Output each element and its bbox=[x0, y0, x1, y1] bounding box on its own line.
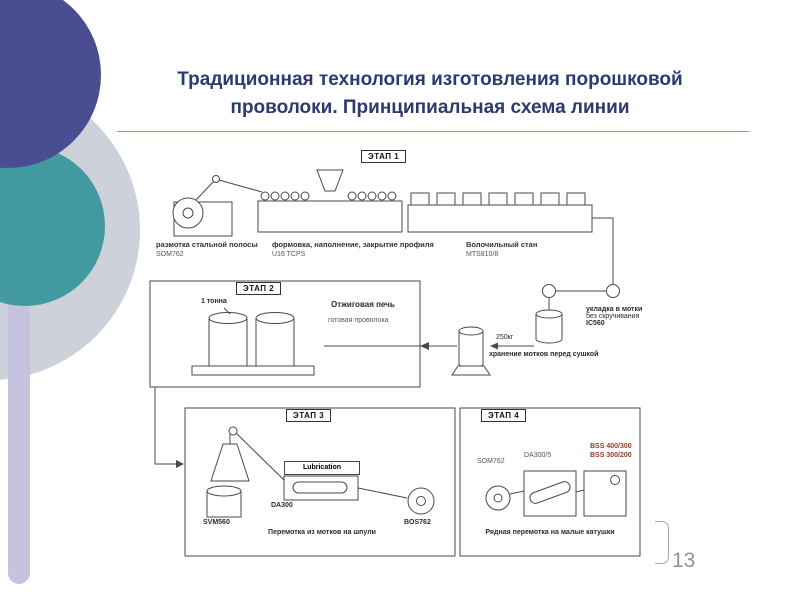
furnace-sub-label: готовая проволока bbox=[328, 317, 389, 324]
title-line-1: Традиционная технология изготовления пор… bbox=[177, 69, 683, 90]
wire-path-to-coiler bbox=[543, 218, 620, 311]
stage2-tag: ЭТАП 2 bbox=[236, 282, 282, 295]
stage1-tag: ЭТАП 1 bbox=[361, 150, 407, 163]
slide-title: Традиционная технология изготовления пор… bbox=[100, 66, 760, 122]
uncoiler-unit bbox=[173, 176, 262, 237]
som762-label: SOM762 bbox=[477, 458, 505, 465]
lubrication-label: Lubrication bbox=[284, 461, 360, 475]
uncoiler-model: SOM762 bbox=[156, 250, 184, 258]
coiler-drum bbox=[536, 310, 562, 343]
uncoiler-name: размотка стальной полосы bbox=[156, 240, 258, 249]
mill-caption: Волочильный стан MTS810/8 bbox=[466, 240, 576, 259]
mill-model: MTS810/8 bbox=[466, 250, 499, 258]
title-line-2: проволоки. Принципиальная схема линии bbox=[230, 97, 630, 118]
mill-name: Волочильный стан bbox=[466, 240, 538, 249]
stage2-box bbox=[150, 281, 420, 387]
coiler-line1: укладка в мотки bbox=[586, 306, 643, 313]
storage-drum bbox=[452, 327, 490, 375]
arrow-stage2-to-stage3 bbox=[155, 387, 184, 468]
page-number: 13 bbox=[672, 549, 696, 572]
coiler-model: IC560 bbox=[586, 320, 605, 327]
coiler-caption: укладка в мотки без скручивания IC560 bbox=[586, 306, 658, 327]
forming-caption: формовка, наполнение, закрытие профиля U… bbox=[272, 240, 437, 259]
drawing-mill-unit bbox=[408, 193, 592, 232]
furnace-label: Отжиговая печь bbox=[331, 300, 395, 309]
stage3-caption: Перемотка из мотков на шпули bbox=[268, 529, 376, 536]
bos762-label: BOS762 bbox=[404, 519, 431, 526]
arrow-coiler-to-storage bbox=[490, 342, 534, 350]
forming-name: формовка, наполнение, закрытие профиля bbox=[272, 240, 434, 249]
stage3-tag: ЭТАП 3 bbox=[286, 409, 332, 422]
load-label: 1 тонна bbox=[201, 298, 227, 305]
svm560-label: SVM560 bbox=[203, 519, 230, 526]
uncoiler-caption: размотка стальной полосы SOM762 bbox=[156, 240, 268, 259]
coil-weight-label: 250кг bbox=[496, 334, 514, 341]
stage4-caption: Рядная перемотка на малые катушки bbox=[485, 529, 615, 536]
da300-5-label: DA300/5 bbox=[524, 452, 552, 459]
coiler-line2: без скручивания bbox=[586, 313, 640, 320]
forming-model: U16 TCPS bbox=[272, 250, 306, 258]
stage4-tag: ЭТАП 4 bbox=[481, 409, 527, 422]
arrow-storage-to-furnace bbox=[324, 342, 457, 350]
bss-300-200-label: BSS 300/200 bbox=[590, 452, 632, 459]
bss-400-300-label: BSS 400/300 bbox=[590, 443, 632, 450]
forming-filling-machine bbox=[258, 170, 402, 232]
da300-label: DA300 bbox=[271, 502, 293, 509]
empty-placeholder-bracket bbox=[655, 521, 669, 564]
storage-caption: хранение мотков перед сушкой bbox=[489, 351, 599, 358]
title-divider bbox=[117, 131, 749, 132]
